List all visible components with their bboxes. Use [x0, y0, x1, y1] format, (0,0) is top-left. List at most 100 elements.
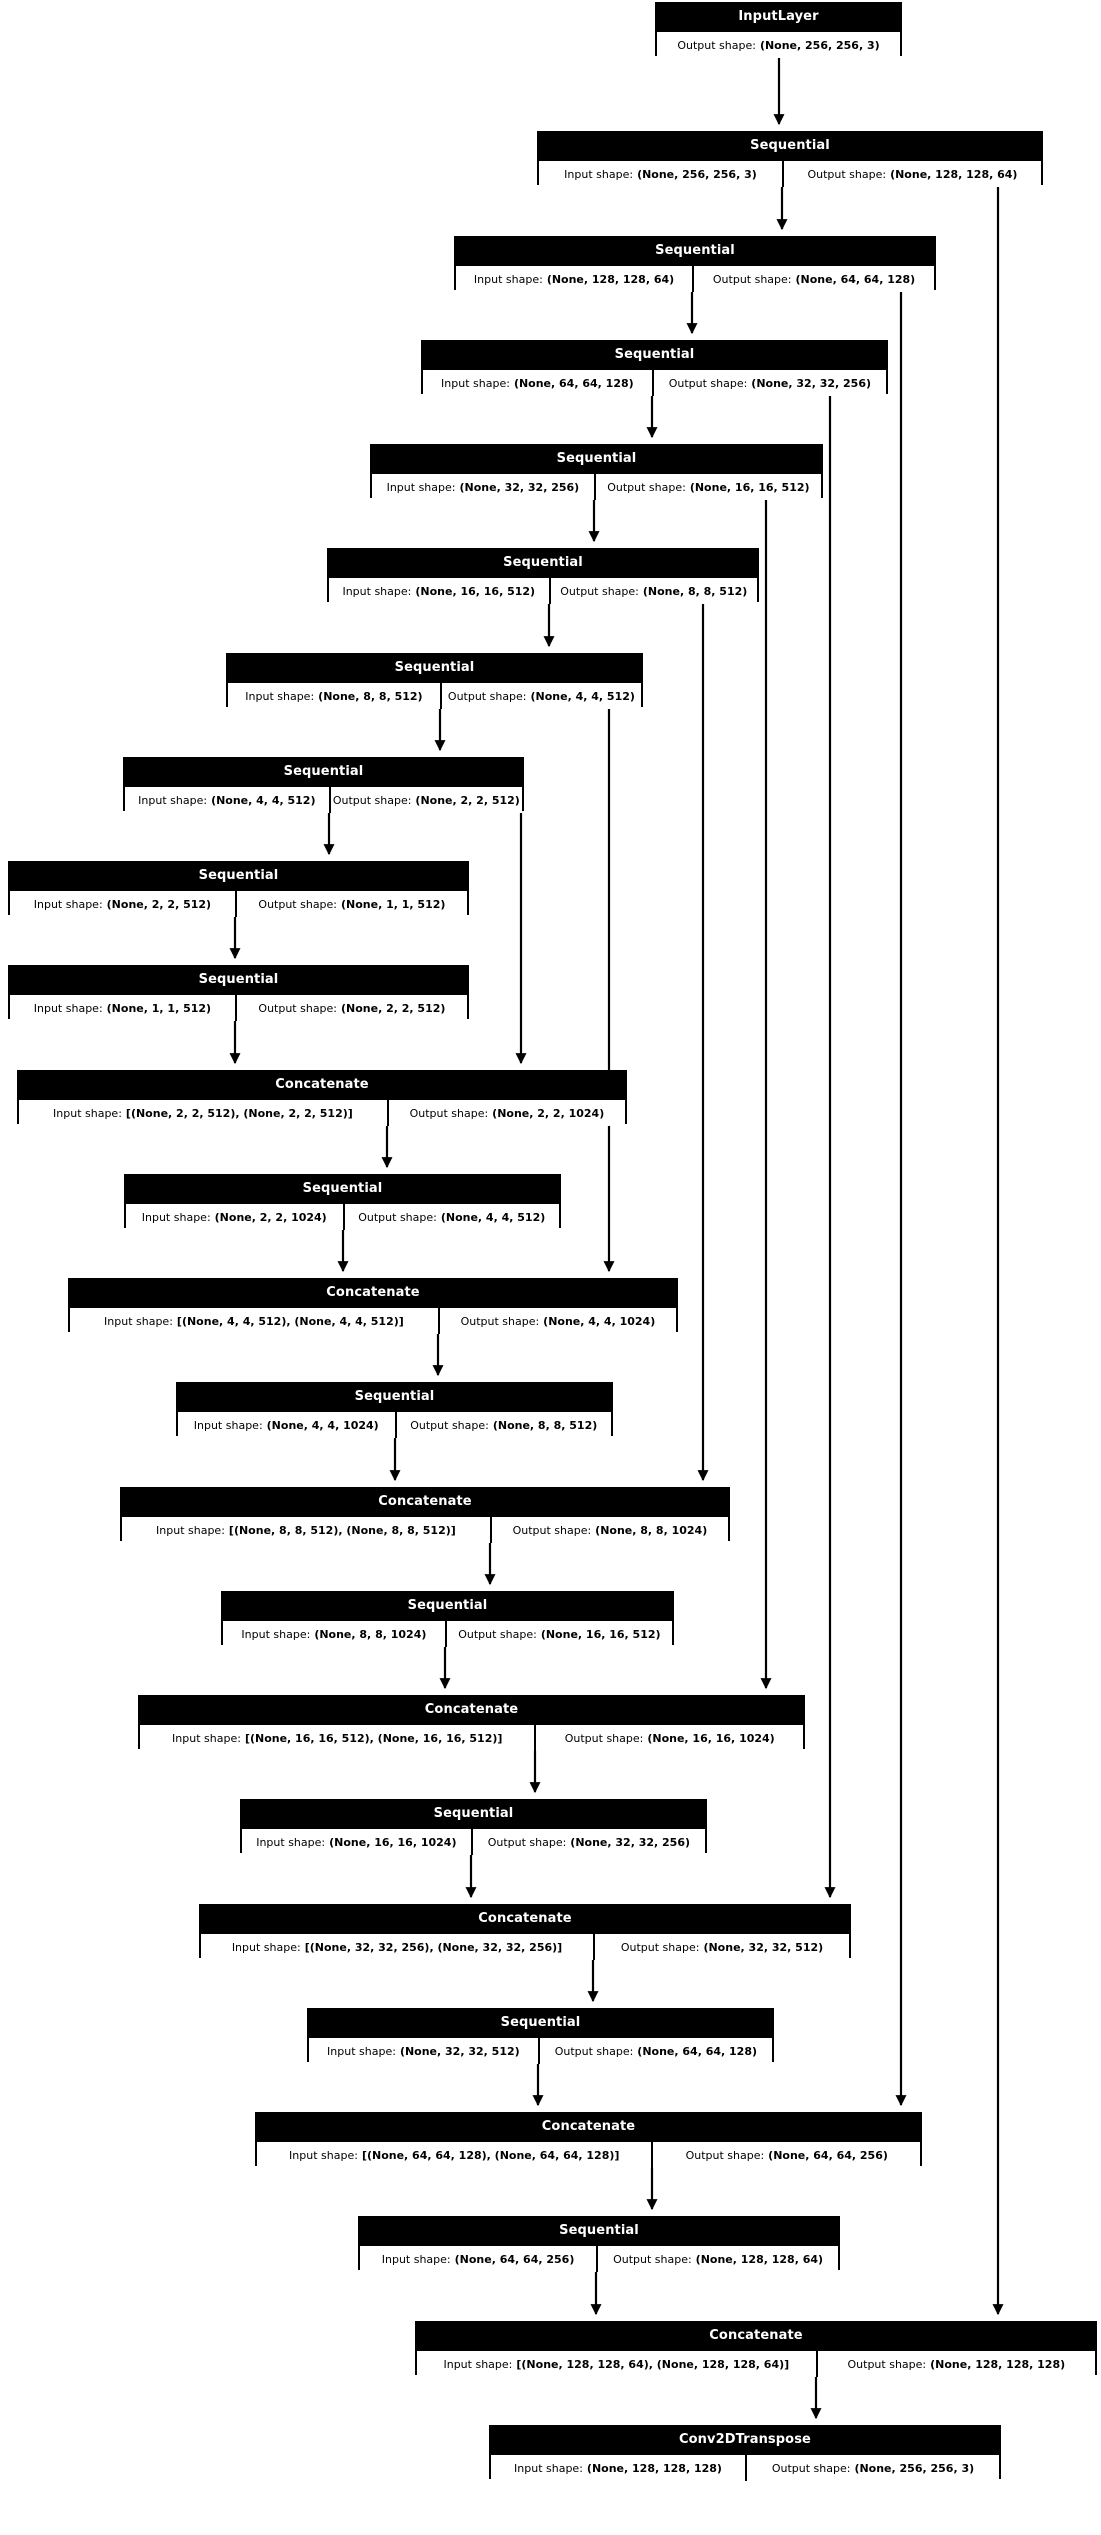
- output-shape-cell: Output shape:(None, 4, 4, 1024): [437, 1308, 676, 1334]
- input-shape-cell-label: Input shape:: [172, 1731, 241, 1745]
- output-shape-cell-value: (None, 8, 8, 512): [642, 584, 748, 598]
- output-shape-cell: Output shape:(None, 32, 32, 512): [593, 1934, 849, 1960]
- layer-node-shapes: Output shape:(None, 256, 256, 3): [657, 30, 900, 58]
- output-shape-cell-label: Output shape:: [447, 689, 527, 703]
- output-shape-cell: Output shape:(None, 64, 64, 256): [651, 2142, 920, 2168]
- input-shape-cell-label: Input shape:: [381, 2252, 451, 2266]
- output-shape-cell-label: Output shape:: [771, 2461, 851, 2475]
- output-shape-cell-label: Output shape:: [458, 1627, 537, 1641]
- input-shape-cell-value: [(None, 32, 32, 256), (None, 32, 32, 256…: [304, 1940, 563, 1954]
- output-shape-cell-value: (None, 16, 16, 512): [689, 480, 810, 494]
- layer-node-shapes: Input shape:(None, 32, 32, 256)Output sh…: [372, 472, 821, 500]
- layer-node-title: Sequential: [125, 759, 522, 785]
- input-shape-cell: Input shape:(None, 16, 16, 512): [329, 578, 549, 604]
- layer-node-shapes: Input shape:(None, 2, 2, 1024) Output sha…: [126, 1202, 559, 1230]
- layer-node-shapes: Input shape:(None, 1, 1, 512)Output shap…: [10, 993, 467, 1021]
- output-shape-cell-value: (None, 16, 16, 512): [540, 1627, 661, 1641]
- output-shape-cell: Output shape:(None, 32, 32, 256): [470, 1829, 705, 1855]
- input-shape-cell-label: Input shape:: [138, 793, 208, 807]
- input-shape-cell-value: (None, 128, 128, 128): [586, 2461, 722, 2475]
- layer-node-shapes: Input shape:(None, 2, 2, 512)Output shap…: [10, 889, 467, 917]
- layer-node-shapes: Input shape:[(None, 2, 2, 512), (None, 2…: [19, 1098, 625, 1126]
- input-shape-cell-value: (None, 8, 8, 1024): [314, 1627, 427, 1641]
- output-shape-cell-label: Output shape:: [460, 1314, 540, 1328]
- input-shape-cell-value: [(None, 128, 128, 64), (None, 128, 128, …: [516, 2357, 790, 2371]
- layer-node-title: Sequential: [360, 2218, 838, 2244]
- layer-node-shapes: Input shape:(None, 32, 32, 512)Output sh…: [309, 2036, 772, 2064]
- output-shape-cell-value: (None, 128, 128, 128): [930, 2357, 1066, 2371]
- output-shape-cell-label: Output shape:: [847, 2357, 927, 2371]
- layer-node-title: Concatenate: [140, 1697, 803, 1723]
- input-shape-cell: Input shape:(None, 64, 64, 256): [360, 2246, 596, 2272]
- input-shape-cell: Input shape:(None, 16, 16, 1024): [242, 1829, 471, 1855]
- input-shape-cell: Input shape:(None, 64, 64, 128): [423, 370, 652, 396]
- output-shape-cell: Output shape:(None, 4, 4, 512): [342, 1204, 560, 1230]
- output-shape-cell-label: Output shape:: [554, 2044, 634, 2058]
- output-shape-cell: Output shape:(None, 2, 2, 1024): [386, 1100, 625, 1126]
- output-shape-cell-label: Output shape:: [620, 1940, 700, 1954]
- layer-node-shapes: Input shape:[(None, 16, 16, 512), (None,…: [140, 1723, 803, 1751]
- input-shape-cell-label: Input shape:: [514, 2461, 583, 2475]
- layer-node-shapes: Input shape:(None, 8, 8, 512)Output shap…: [228, 681, 641, 709]
- layer-node-title: Sequential: [228, 655, 641, 681]
- output-shape-cell-label: Output shape:: [332, 793, 412, 807]
- layer-node-shapes: Input shape:[(None, 128, 128, 64), (None…: [417, 2349, 1095, 2377]
- input-shape-cell: Input shape:(None, 8, 8, 1024): [223, 1621, 445, 1647]
- layer-node-shapes: Input shape:(None, 256, 256, 3)Output sh…: [539, 159, 1041, 187]
- output-shape-cell-value: (None, 128, 128, 64): [695, 2252, 824, 2266]
- input-shape-cell-value: (None, 32, 32, 512): [399, 2044, 520, 2058]
- input-shape-cell-label: Input shape:: [193, 1418, 263, 1432]
- layer-node-title: Sequential: [372, 446, 821, 472]
- layer-node-title: Sequential: [178, 1384, 611, 1410]
- output-shape-cell-value: (None, 2, 2, 1024): [492, 1106, 605, 1120]
- layer-node-title: Conv2DTranspose: [491, 2427, 999, 2453]
- input-shape-cell: Input shape:(None, 128, 128, 128): [491, 2455, 745, 2481]
- layer-node-title: Sequential: [10, 967, 467, 993]
- input-shape-cell-label: Input shape:: [241, 1627, 311, 1641]
- output-shape-cell: Output shape:(None, 2, 2, 512): [234, 995, 467, 1021]
- input-shape-cell-label: Input shape:: [443, 2357, 513, 2371]
- input-shape-cell-value: [(None, 64, 64, 128), (None, 64, 64, 128…: [361, 2148, 620, 2162]
- layer-node-title: InputLayer: [657, 4, 900, 30]
- layer-node-shapes: Input shape:(None, 4, 4, 512)Output shap…: [125, 785, 522, 813]
- layer-node-shapes: Input shape:(None, 128, 128, 64)Output s…: [456, 264, 934, 292]
- input-shape-cell: Input shape:[(None, 32, 32, 256), (None,…: [201, 1934, 593, 1960]
- input-shape-cell: Input shape:(None, 32, 32, 256): [372, 474, 594, 500]
- input-shape-cell-value: [(None, 2, 2, 512), (None, 2, 2, 512)]: [125, 1106, 353, 1120]
- input-shape-cell-value: [(None, 4, 4, 512), (None, 4, 4, 512)]: [176, 1314, 404, 1328]
- output-shape-cell: Output shape:(None, 128, 128, 128): [815, 2351, 1095, 2377]
- layer-node-shapes: Input shape:(None, 64, 64, 256)Output sh…: [360, 2244, 838, 2272]
- layer-node-shapes: Input shape:(None, 4, 4, 1024)Output sha…: [178, 1410, 611, 1438]
- input-shape-cell-label: Input shape:: [141, 1210, 211, 1224]
- input-shape-cell: Input shape:(None, 256, 256, 3): [539, 161, 782, 187]
- input-shape-cell-value: (None, 4, 4, 1024): [266, 1418, 379, 1432]
- output-shape-cell-value: (None, 256, 256, 3): [854, 2461, 975, 2475]
- layer-node-shapes: Input shape:(None, 128, 128, 128) Output …: [491, 2453, 999, 2481]
- layer-node-shapes: Input shape:(None, 8, 8, 1024) Output sha…: [223, 1619, 672, 1647]
- input-shape-cell-value: (None, 32, 32, 256): [459, 480, 580, 494]
- layer-node-shapes: Input shape:[(None, 4, 4, 512), (None, 4…: [70, 1306, 676, 1334]
- input-shape-cell-label: Input shape:: [564, 167, 634, 181]
- layer-node-title: Concatenate: [70, 1280, 676, 1306]
- input-shape-cell: Input shape:(None, 4, 4, 1024): [178, 1412, 395, 1438]
- layer-node-title: Sequential: [423, 342, 886, 368]
- layer-node-title: Concatenate: [122, 1489, 728, 1515]
- output-shape-cell-value: (None, 32, 32, 512): [703, 1940, 824, 1954]
- output-shape-cell-value: (None, 256, 256, 3): [759, 38, 880, 52]
- output-shape-cell-value: (None, 1, 1, 512): [341, 897, 446, 911]
- input-shape-cell-value: (None, 2, 2, 1024): [214, 1210, 327, 1224]
- layer-node-title: Sequential: [539, 133, 1041, 159]
